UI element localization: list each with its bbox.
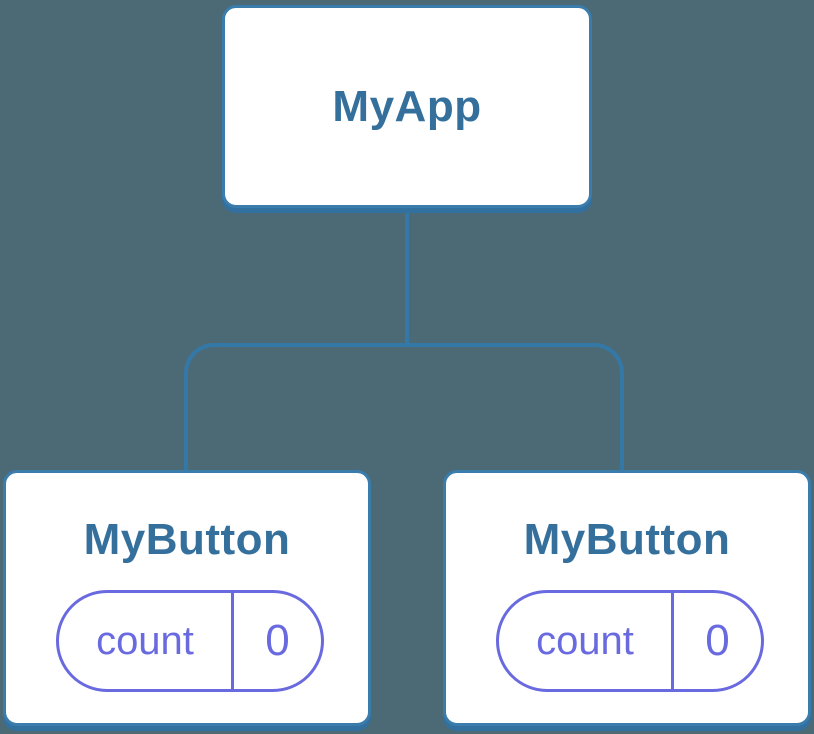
root-connector-stem: [405, 209, 409, 345]
state-key-label: count: [536, 618, 634, 663]
children-connector-bracket: [184, 343, 624, 470]
state-pill: count 0: [496, 590, 764, 692]
state-value-cell: 0: [234, 593, 321, 689]
root-node-label: MyApp: [332, 81, 482, 131]
state-pill: count 0: [56, 590, 324, 692]
child-node-label: MyButton: [523, 515, 731, 564]
state-value-label: 0: [265, 616, 290, 665]
child-node-mybutton-right: MyButton count 0: [443, 470, 811, 726]
root-node-myapp: MyApp: [222, 5, 592, 208]
state-key-cell: count: [499, 593, 674, 689]
state-key-label: count: [96, 618, 194, 663]
state-value-cell: 0: [674, 593, 761, 689]
child-node-label: MyButton: [83, 515, 291, 564]
state-key-cell: count: [59, 593, 234, 689]
state-value-label: 0: [705, 616, 730, 665]
child-node-mybutton-left: MyButton count 0: [3, 470, 371, 726]
